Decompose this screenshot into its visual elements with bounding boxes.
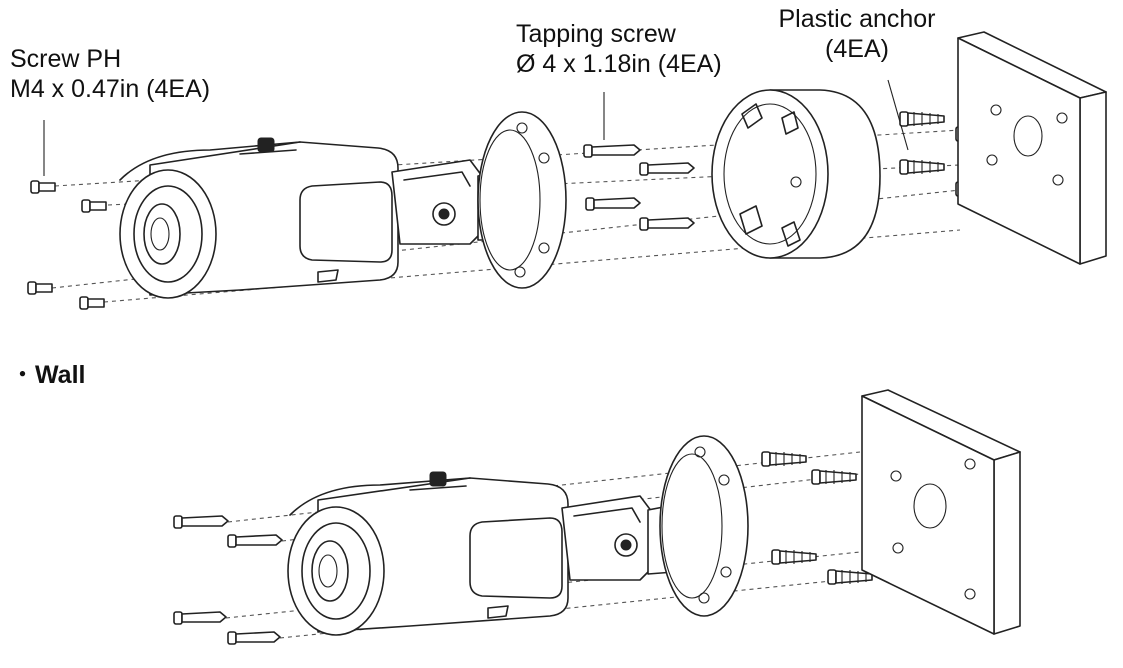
wall-screw-group: [173, 515, 283, 645]
plastic-anchor-icon: [899, 159, 945, 175]
tapping-screw-icon: [583, 144, 641, 158]
screw-ph-icon: [81, 199, 107, 213]
tapping-screw-label-line1: Tapping screw: [516, 20, 676, 48]
wall-section-title: Wall: [35, 361, 86, 389]
plastic-anchor-label-line2: (4EA): [825, 35, 889, 63]
bullet-camera-icon: [287, 471, 569, 636]
tapping-screw-icon: [639, 217, 695, 231]
tapping-screw-icon: [173, 515, 229, 529]
bullet-glyph: ・: [10, 361, 36, 389]
tapping-screw-label: Tapping screw Ø 4 x 1.18in (4EA): [516, 19, 722, 79]
tapping-screw-group: [583, 92, 695, 231]
tapping-screw-icon: [585, 197, 641, 211]
screw-ph-label-line2: M4 x 0.47in (4EA): [10, 75, 211, 103]
screw-ph-icon: [79, 296, 105, 310]
tapping-screw-icon: [227, 534, 283, 548]
tapping-screw-icon: [227, 631, 281, 645]
mounting-base-icon: [659, 435, 749, 617]
plastic-anchor-icon: [761, 451, 807, 467]
plastic-anchor-icon: [899, 111, 945, 127]
plastic-anchor-icon: [811, 469, 857, 485]
tapping-screw-icon: [173, 611, 227, 625]
plastic-anchor-icon: [827, 569, 873, 585]
plastic-anchor-group: [761, 451, 873, 585]
tapping-screw-label-line2: Ø 4 x 1.18in (4EA): [516, 50, 722, 78]
screw-ph-label: Screw PH M4 x 0.47in (4EA): [10, 44, 210, 104]
plastic-anchor-icon: [771, 549, 817, 565]
wall-panel-icon: [957, 31, 1107, 265]
top-assembly: [27, 31, 1107, 310]
bullet-camera-icon: [119, 137, 399, 299]
screw-ph-icon: [30, 120, 56, 194]
bottom-assembly: [173, 389, 1021, 645]
wall-section-heading: ・Wall: [10, 355, 85, 391]
junction-box-icon: [711, 89, 881, 259]
wall-panel-icon: [861, 389, 1021, 635]
plastic-anchor-label-line1: Plastic anchor: [778, 5, 936, 33]
plastic-anchor-label: Plastic anchor (4EA): [768, 4, 946, 64]
screw-ph-label-line1: Screw PH: [10, 45, 122, 73]
mounting-base-icon: [477, 111, 567, 289]
screw-ph-icon: [27, 281, 53, 295]
tapping-screw-icon: [639, 162, 695, 176]
screw-ph-group: [27, 120, 107, 310]
